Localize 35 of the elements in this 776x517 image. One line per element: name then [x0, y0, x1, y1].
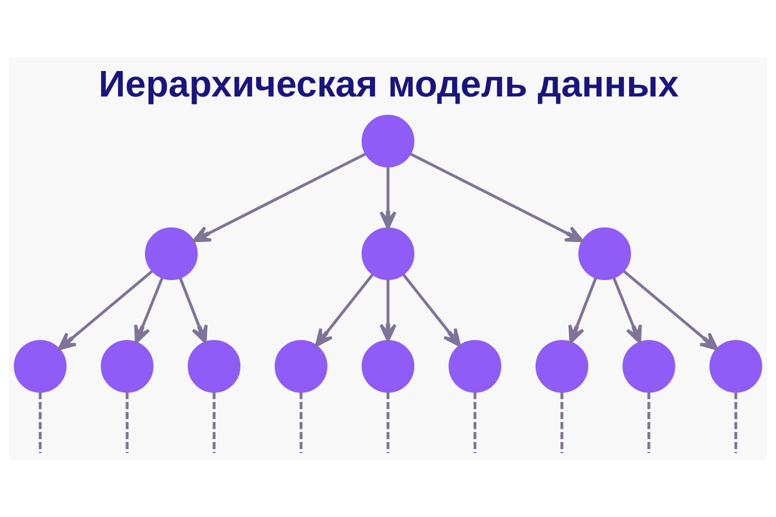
- node-circle: [622, 340, 676, 393]
- node-circle: [100, 340, 154, 393]
- diagram-title: Иерархическая модель данных: [98, 62, 679, 105]
- node-circle: [144, 227, 198, 280]
- arrow: [192, 152, 366, 242]
- connector: [212, 392, 216, 454]
- connector: [126, 392, 129, 454]
- arrow: [315, 274, 374, 347]
- node-circle: [362, 227, 414, 280]
- connector: [474, 392, 476, 454]
- arrow: [612, 277, 642, 344]
- arrow: [134, 277, 164, 344]
- connector: [386, 392, 390, 454]
- arrow: [380, 280, 396, 342]
- node-circle: [188, 340, 240, 393]
- arrow: [568, 277, 598, 344]
- node-circle: [274, 340, 328, 393]
- connector: [560, 392, 564, 454]
- node-circle: [14, 340, 67, 393]
- connector: [38, 392, 42, 454]
- arrow: [402, 274, 461, 347]
- arrow: [623, 270, 718, 350]
- connector: [647, 392, 650, 454]
- node-circle: [709, 340, 762, 393]
- connector: [734, 392, 738, 454]
- arrow: [410, 152, 584, 242]
- node-circle: [362, 340, 414, 393]
- node-circle: [536, 340, 588, 393]
- arrow: [58, 270, 153, 350]
- node-circle: [362, 114, 414, 168]
- node-circle: [448, 340, 502, 393]
- connector: [300, 392, 302, 454]
- arrow: [380, 166, 396, 230]
- node-circle: [578, 227, 632, 280]
- arrow: [178, 277, 208, 344]
